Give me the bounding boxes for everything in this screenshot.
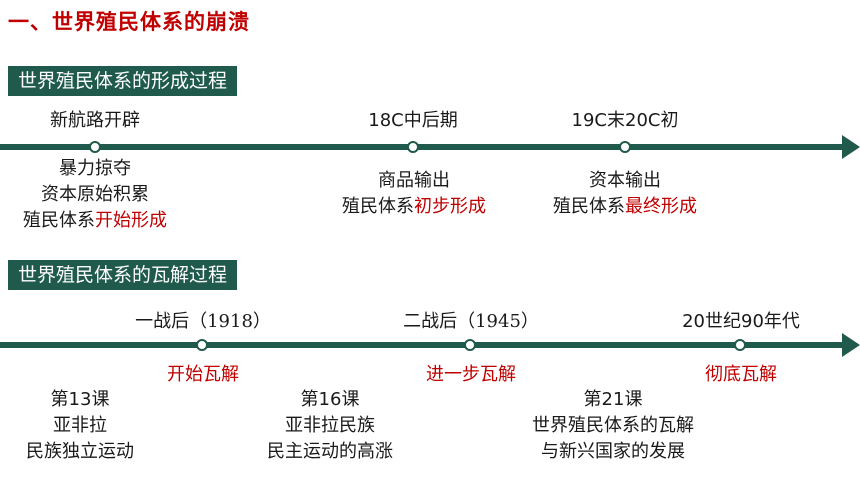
- stage-label-further: 进一步瓦解: [426, 364, 516, 385]
- timeline-label-ww2: 二战后（1945）: [403, 311, 539, 332]
- timeline-label-new-route: 新航路开辟: [50, 110, 140, 131]
- formation-desc-2: 商品输出 殖民体系初步形成: [342, 170, 486, 217]
- timeline-node: [196, 339, 208, 351]
- timeline-bar-formation: [0, 144, 843, 150]
- timeline-label-1990s: 20世纪90年代: [682, 311, 800, 332]
- lesson-21: 第21课 世界殖民体系的瓦解 与新兴国家的发展: [532, 389, 694, 462]
- timeline-bar-collapse: [0, 342, 843, 348]
- timeline-node: [407, 141, 419, 153]
- formation-desc-3: 资本输出 殖民体系最终形成: [553, 170, 697, 217]
- page-title: 一、世界殖民体系的崩溃: [8, 10, 250, 34]
- lesson-13: 第13课 亚非拉 民族独立运动: [26, 389, 134, 462]
- stage-label-begin: 开始瓦解: [167, 364, 239, 385]
- formation-desc-1: 暴力掠夺 资本原始积累 殖民体系开始形成: [23, 158, 167, 231]
- timeline-node: [464, 339, 476, 351]
- timeline-label-19c: 19C末20C初: [571, 110, 679, 131]
- section-banner-collapse: 世界殖民体系的瓦解过程: [8, 260, 238, 290]
- timeline-node: [734, 339, 746, 351]
- timeline-label-18c: 18C中后期: [368, 110, 458, 131]
- stage-label-complete: 彻底瓦解: [705, 364, 777, 385]
- timeline-node: [619, 141, 631, 153]
- lesson-16: 第16课 亚非拉民族 民主运动的高涨: [267, 389, 393, 462]
- timeline-arrow-icon: [842, 135, 860, 159]
- timeline-arrow-icon: [842, 333, 860, 357]
- timeline-node: [89, 141, 101, 153]
- section-banner-formation: 世界殖民体系的形成过程: [8, 66, 238, 96]
- timeline-label-ww1: 一战后（1918）: [135, 311, 271, 332]
